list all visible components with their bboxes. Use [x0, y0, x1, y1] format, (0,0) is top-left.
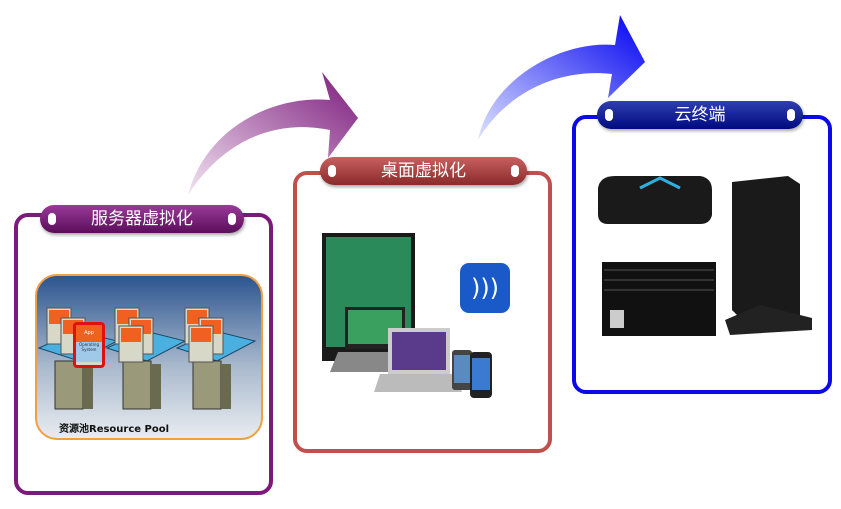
purple-arrow [188, 72, 358, 195]
pill-dot [605, 109, 613, 121]
pill-dot [328, 165, 336, 177]
stage-label-server: 服务器虚拟化 [40, 205, 244, 233]
wireless-app-icon [460, 263, 510, 313]
svg-text:))): ))) [471, 274, 499, 302]
stage-title: 服务器虚拟化 [91, 209, 193, 229]
app-label: App [76, 325, 102, 342]
pill-dot [48, 213, 56, 225]
resource-pool-caption: 资源池Resource Pool [59, 424, 170, 435]
stage-label-cloud-terminal: 云终端 [597, 101, 803, 129]
stage-title: 云终端 [674, 105, 726, 125]
pill-dot [787, 109, 795, 121]
pill-dot [511, 165, 519, 177]
pill-dot [228, 213, 236, 225]
blue-arrow [478, 15, 645, 140]
stage-label-desktop: 桌面虚拟化 [320, 157, 527, 185]
resource-pool-image: App Operating System 资源池Resource Pool [35, 274, 263, 440]
stage-title: 桌面虚拟化 [381, 161, 466, 181]
os-label: Operating System [76, 342, 102, 362]
highlighted-vm: App Operating System [73, 322, 105, 368]
